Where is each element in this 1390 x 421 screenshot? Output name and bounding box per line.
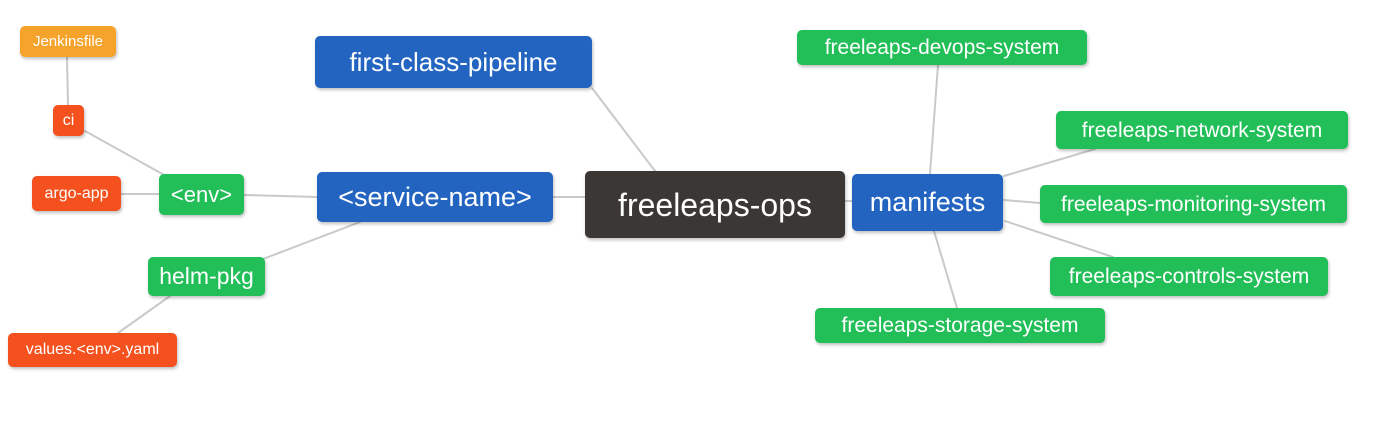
- edge-env-to-service-name: [243, 194, 318, 198]
- node-ci[interactable]: ci: [53, 105, 84, 136]
- node-manifests[interactable]: manifests: [852, 174, 1003, 231]
- edge-manifests-to-freeleaps-controls-system: [1004, 220, 1114, 258]
- node-freeleaps-storage-system[interactable]: freeleaps-storage-system: [815, 308, 1105, 343]
- edge-manifests-to-freeleaps-devops-system: [929, 64, 939, 175]
- node-argo-app[interactable]: argo-app: [32, 176, 121, 211]
- node-freeleaps-network-system[interactable]: freeleaps-network-system: [1056, 111, 1348, 149]
- node-values-env-yaml[interactable]: values.<env>.yaml: [8, 333, 177, 367]
- edge-ci-to-env: [84, 130, 167, 177]
- node-service-name[interactable]: <service-name>: [317, 172, 553, 222]
- node-freeleaps-devops-system[interactable]: freeleaps-devops-system: [797, 30, 1087, 65]
- node-freeleaps-monitoring-system[interactable]: freeleaps-monitoring-system: [1040, 185, 1347, 223]
- edge-manifests-to-freeleaps-network-system: [1003, 148, 1096, 177]
- node-freeleaps-ops[interactable]: freeleaps-ops: [585, 171, 845, 238]
- node-jenkinsfile[interactable]: Jenkinsfile: [20, 26, 116, 57]
- edge-service-name-to-helm-pkg: [262, 221, 361, 260]
- node-helm-pkg[interactable]: helm-pkg: [148, 257, 265, 296]
- node-first-class-pipeline[interactable]: first-class-pipeline: [315, 36, 592, 88]
- node-freeleaps-controls-system[interactable]: freeleaps-controls-system: [1050, 257, 1328, 296]
- edge-manifests-to-freeleaps-storage-system: [933, 230, 958, 309]
- node-env[interactable]: <env>: [159, 174, 244, 215]
- edge-manifests-to-freeleaps-monitoring-system: [1003, 199, 1041, 204]
- edge-helm-pkg-to-values-env-yaml: [117, 295, 171, 334]
- edge-jenkinsfile-to-ci: [66, 56, 69, 106]
- edge-first-class-pipeline-to-freeleaps-ops: [591, 87, 656, 172]
